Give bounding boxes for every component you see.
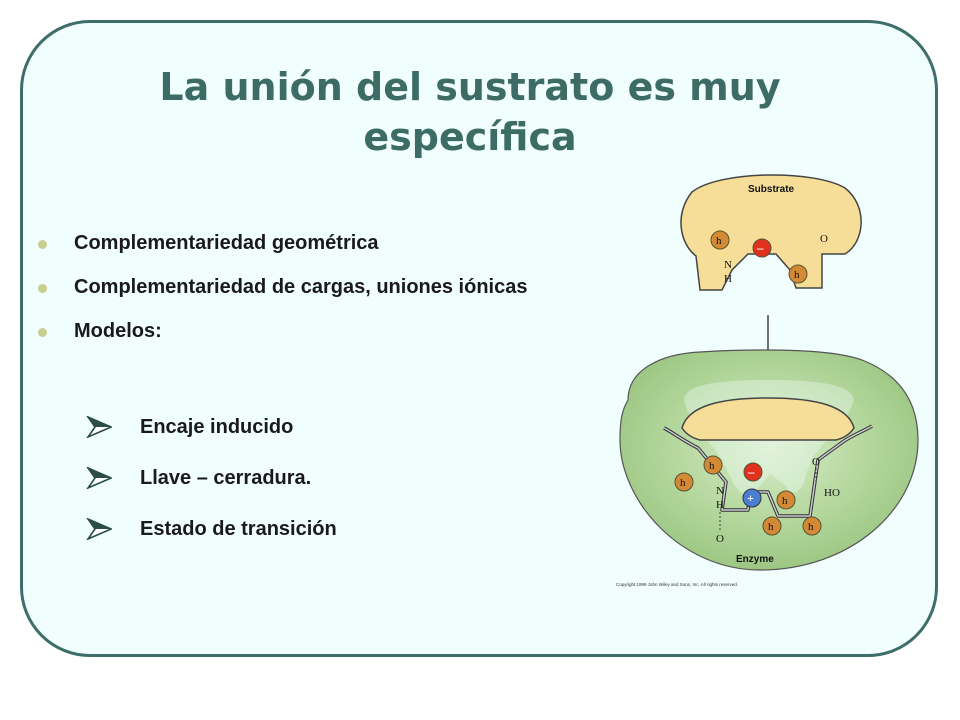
hydrophobic-circle: [703, 455, 723, 475]
arrowhead-bullet-icon: [86, 518, 112, 540]
bullet-text: Modelos:: [74, 320, 162, 342]
bullet-item: Complementariedad geométrica: [36, 230, 654, 257]
h-label: h: [768, 521, 774, 533]
hydrophobic-circle: [776, 490, 796, 510]
hydrophobic-circle: [762, 516, 782, 536]
plus-label: +: [747, 491, 754, 505]
o-label: O: [820, 233, 828, 245]
enzyme-body: Enzyme: [619, 349, 919, 571]
bullet-dot-icon: [38, 240, 47, 249]
arrowhead-bullet-icon: [86, 416, 112, 438]
negative-charge-circle: [743, 462, 763, 482]
bullet-item: Modelos:: [36, 318, 654, 345]
hydrophobic-circle: [802, 516, 822, 536]
bullet-dot-icon: [38, 328, 47, 337]
o-label: O: [812, 456, 820, 468]
copyright-text: Copyright 1999 John Wiley and Sons, Inc.…: [616, 582, 738, 587]
enzyme-label: Enzyme: [736, 554, 774, 565]
sub-bullet-text: Llave – cerradura.: [140, 467, 312, 489]
sub-bullet-item: Encaje inducido: [86, 414, 337, 441]
negative-charge-circle: [752, 238, 772, 258]
h-label: h: [794, 269, 800, 281]
enzyme-substrate-diagram: Substrate h – O N H h Enzyme h h – + O H…: [616, 174, 919, 587]
substrate-label: Substrate: [748, 184, 795, 195]
h-label: h: [709, 460, 715, 472]
bullet-text: Complementariedad geométrica: [74, 232, 379, 254]
bullet-item: Complementariedad de cargas, uniones ión…: [36, 274, 654, 301]
sub-bullet-text: Encaje inducido: [140, 416, 294, 438]
nh-h-label: H: [716, 499, 724, 511]
minus-label: –: [747, 464, 755, 479]
bullet-list: Complementariedad geométrica Complementa…: [36, 230, 654, 362]
hydrophobic-circle: [710, 230, 730, 250]
sub-bullet-item: Llave – cerradura.: [86, 465, 337, 492]
bullet-dot-icon: [38, 284, 47, 293]
hydrophobic-circle: [674, 472, 694, 492]
o-label: O: [716, 533, 724, 545]
minus-label: –: [756, 240, 764, 255]
nh-h-label: H: [724, 273, 732, 285]
ho-label: HO: [824, 487, 840, 499]
n-label: N: [724, 259, 732, 271]
n-label: N: [716, 485, 724, 497]
h-label: h: [782, 495, 788, 507]
sub-bullet-text: Estado de transición: [140, 518, 337, 540]
hydrophobic-circle: [788, 264, 808, 284]
arrowhead-bullet-icon: [86, 467, 112, 489]
h-label: h: [716, 235, 722, 247]
slide-title: La unión del sustrato es muy específica: [159, 65, 781, 159]
positive-charge-circle: [742, 488, 762, 508]
bullet-text: Complementariedad de cargas, uniones ión…: [74, 276, 528, 298]
h-label: h: [680, 477, 686, 489]
sub-bullet-list: Encaje inducido Llave – cerradura. Estad…: [86, 414, 337, 567]
sub-bullet-item: Estado de transición: [86, 516, 337, 543]
bound-substrate: h h – + O HO N H O h h h: [663, 397, 873, 545]
free-substrate: Substrate h – O N H h: [680, 174, 862, 291]
h-label: h: [808, 521, 814, 533]
